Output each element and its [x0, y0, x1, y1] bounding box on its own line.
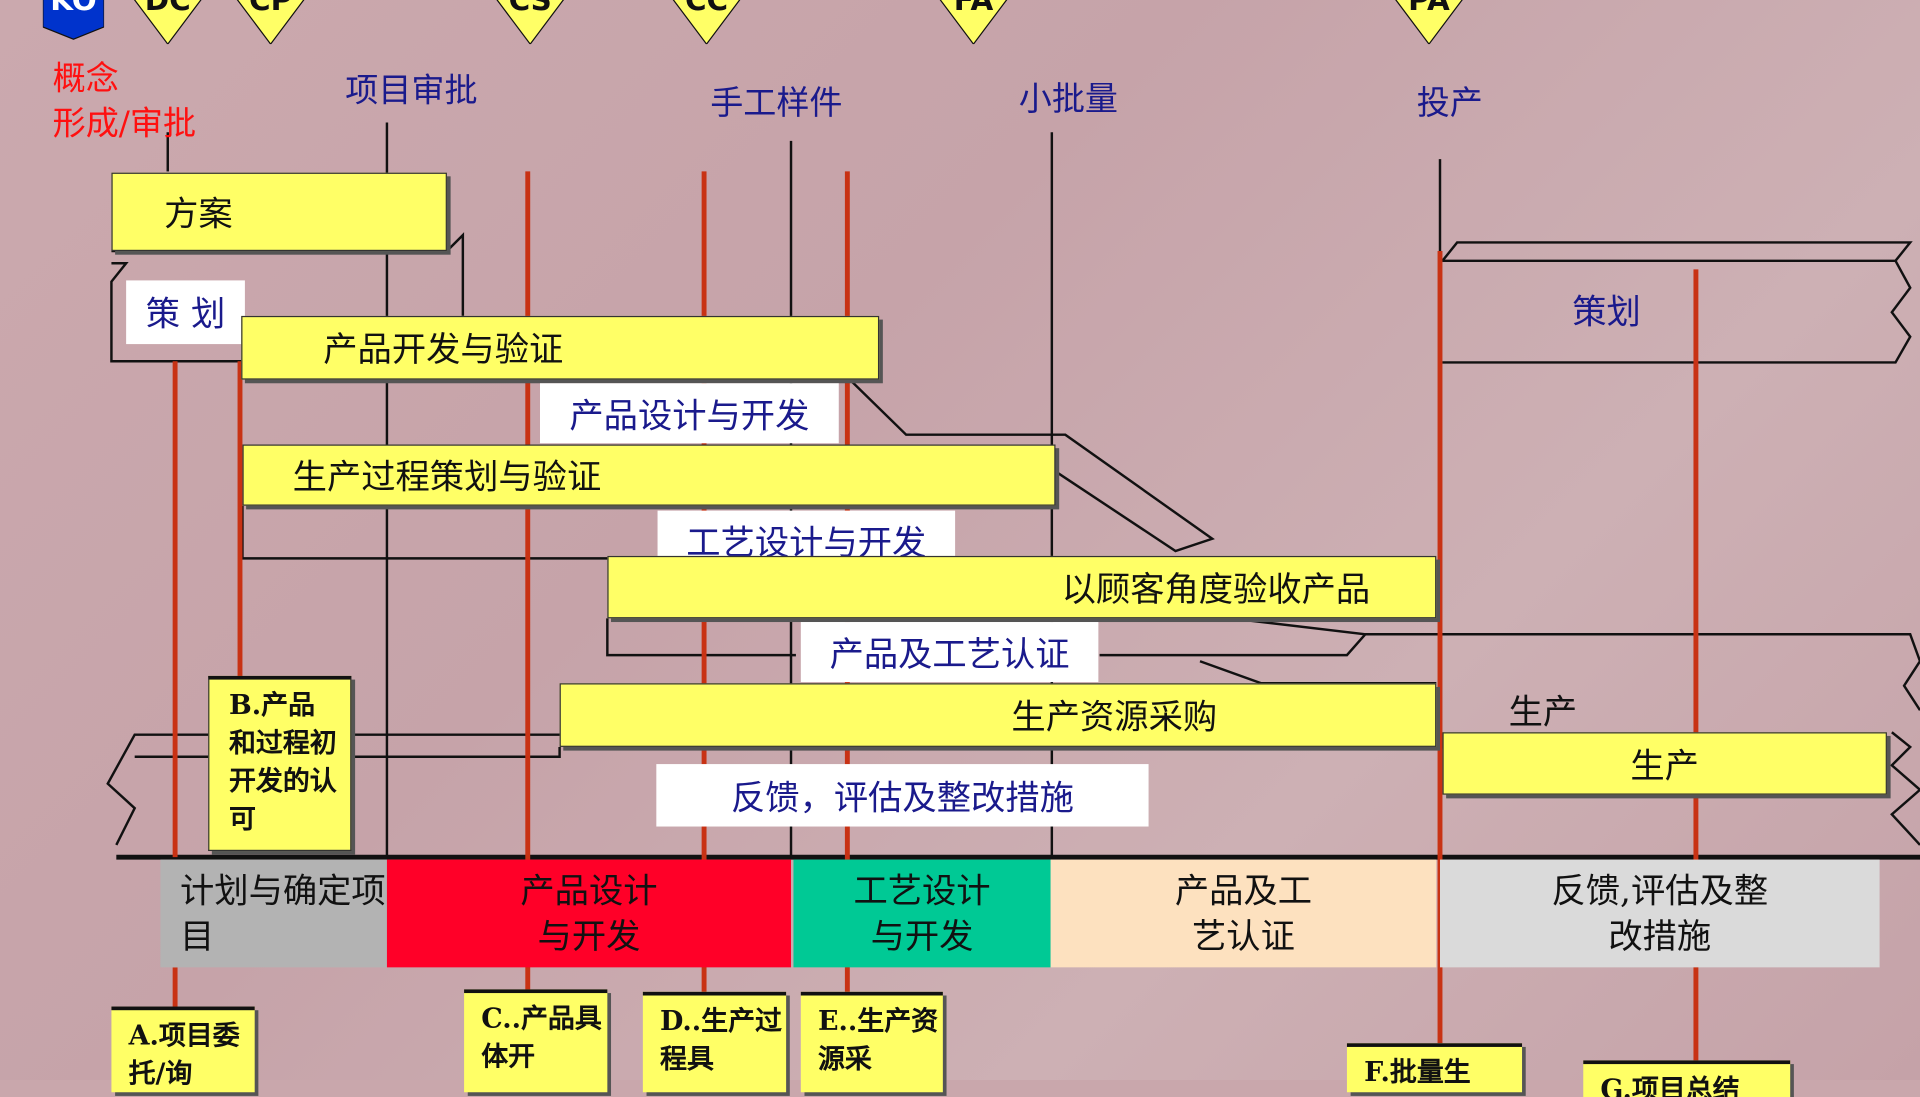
label-concept: 概念: [52, 60, 119, 98]
bar-resource-purchase: 生产资源采购: [559, 683, 1437, 747]
label-production-start: 投产: [1416, 84, 1483, 123]
triangle-icon: [672, 0, 741, 46]
bar-planning: 策 划: [126, 280, 245, 345]
label-concept-approval: 形成/审批: [52, 105, 197, 144]
milestone-cs[interactable]: CS: [490, 0, 571, 46]
bar-product-dev-verify: 产品开发与验证: [241, 315, 880, 380]
triangle-icon: [939, 0, 1008, 46]
phase-feedback: 反馈,评估及整改措施: [1440, 859, 1880, 968]
gate-a: A.项目委托/询: [111, 1006, 255, 1093]
bar-product-process-cert: 产品及工艺认证: [800, 622, 1099, 683]
phase-plan-define: 计划与确定项目: [160, 859, 387, 968]
phase-process-design: 工艺设计与开发: [793, 859, 1051, 968]
gate-d: D..生产过程具: [642, 991, 787, 1093]
triangle-icon: [496, 0, 565, 46]
right-planning-label: 策划: [1572, 291, 1641, 332]
triangle-icon: [236, 0, 305, 46]
bar-customer-acceptance: 以顾客角度验收产品: [607, 555, 1437, 619]
gate-e: E..生产资源采: [800, 991, 943, 1093]
bar-production: 生产: [1442, 732, 1887, 795]
label-prototype: 手工样件: [710, 84, 843, 123]
bar-product-design-dev: 产品设计与开发: [540, 383, 839, 444]
phase-certification: 产品及工艺认证: [1050, 859, 1437, 968]
gate-b: B.产品和过程初开发的认可: [208, 675, 352, 852]
right-production-label: 生产: [1508, 691, 1578, 733]
gate-g: G.项目总结: [1583, 1060, 1791, 1097]
milestone-fa[interactable]: FA: [933, 0, 1014, 46]
milestone-dc[interactable]: DC: [127, 0, 208, 46]
label-small-batch: 小批量: [1018, 80, 1118, 119]
bar-feedback: 反馈，评估及整改措施: [656, 764, 1149, 827]
shield-icon: [42, 0, 105, 40]
milestone-ko[interactable]: KO: [42, 0, 105, 44]
triangle-icon: [1395, 0, 1463, 46]
label-project-approval: 项目审批: [345, 72, 478, 111]
phase-product-design: 产品设计与开发: [386, 859, 792, 968]
milestone-pa[interactable]: PA: [1389, 0, 1470, 46]
bar-process-plan-verify: 生产过程策划与验证: [242, 444, 1056, 506]
bar-plan-scheme: 方案: [111, 172, 447, 252]
milestone-cp[interactable]: CP: [230, 0, 311, 46]
gate-f: F.批量生: [1346, 1043, 1523, 1093]
gate-c: C..产品具体开: [464, 989, 608, 1093]
triangle-icon: [133, 0, 202, 46]
milestone-cc[interactable]: CC: [666, 0, 747, 46]
